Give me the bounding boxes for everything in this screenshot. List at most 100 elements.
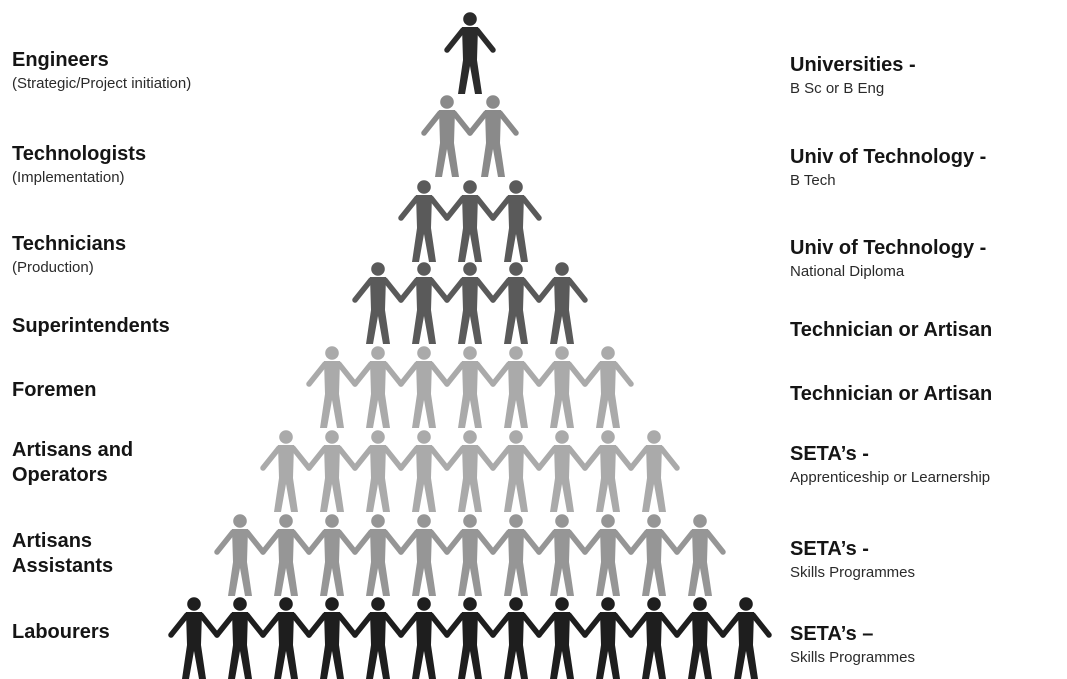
label-title: Artisans and: [12, 439, 134, 461]
person-icon: [628, 514, 680, 596]
person-icon: [352, 514, 404, 596]
qualification-technician-artisan-2: Technician or Artisan: [790, 382, 1065, 407]
qualification-subtitle: Apprenticeship or Learnership: [790, 469, 991, 486]
person-icon: [260, 514, 312, 596]
label-subtitle: (Implementation): [12, 169, 125, 186]
person-icon: [168, 597, 220, 679]
label-technologists: Technologists (Implementation): [12, 142, 232, 188]
person-icon: [536, 346, 588, 428]
person-icon: [490, 597, 542, 679]
qualification-title: Technician or Artisan: [790, 383, 993, 405]
person-icon: [582, 430, 634, 512]
person-icon: [214, 597, 266, 679]
person-icon: [306, 346, 358, 428]
label-title-line2: Assistants: [12, 555, 114, 577]
person-icon: [398, 262, 450, 344]
pyramid-row: [168, 597, 772, 679]
label-title: Labourers: [12, 621, 110, 643]
label-title: Superintendents: [12, 315, 170, 337]
qualification-title: SETA’s -: [790, 443, 869, 465]
qualification-subtitle: National Diploma: [790, 263, 905, 280]
person-icon: [214, 514, 266, 596]
person-icon: [444, 430, 496, 512]
person-icon: [536, 597, 588, 679]
qualification-technician-artisan-1: Technician or Artisan: [790, 318, 1065, 343]
person-icon: [306, 597, 358, 679]
person-icon: [490, 262, 542, 344]
qualification-title: Universities -: [790, 54, 916, 76]
qualification-seta-skills-1: SETA’s - Skills Programmes: [790, 537, 1065, 583]
label-superintendents: Superintendents: [12, 314, 232, 339]
qualification-subtitle: Skills Programmes: [790, 649, 916, 666]
person-icon: [444, 180, 496, 262]
person-icon: [582, 346, 634, 428]
label-title: Engineers: [12, 49, 109, 71]
person-icon: [306, 514, 358, 596]
qualification-subtitle: B Sc or B Eng: [790, 80, 885, 97]
person-icon: [352, 346, 404, 428]
person-icon: [398, 180, 450, 262]
person-icon: [398, 514, 450, 596]
qualification-title: Univ of Technology -: [790, 146, 987, 168]
person-icon: [444, 597, 496, 679]
qualification-universities: Universities - B Sc or B Eng: [790, 53, 1065, 99]
label-artisans-operators: Artisans and Operators: [12, 438, 232, 488]
label-subtitle: (Strategic/Project initiation): [12, 75, 192, 92]
person-icon: [306, 430, 358, 512]
qualification-title: SETA’s -: [790, 538, 869, 560]
pyramid-row: [306, 346, 634, 428]
person-icon: [260, 597, 312, 679]
qualification-subtitle: B Tech: [790, 172, 836, 189]
person-icon: [444, 514, 496, 596]
label-title: Technicians: [12, 233, 127, 255]
pyramid-row: [352, 262, 588, 344]
qualification-title: SETA’s –: [790, 623, 874, 645]
person-icon: [352, 262, 404, 344]
person-icon: [582, 514, 634, 596]
pyramid-row: [421, 95, 519, 177]
pyramid-row: [260, 430, 680, 512]
qualification-subtitle: Skills Programmes: [790, 564, 916, 581]
person-icon: [260, 430, 312, 512]
person-icon: [628, 597, 680, 679]
qualification-btech: Univ of Technology - B Tech: [790, 145, 1065, 191]
person-icon: [674, 514, 726, 596]
person-icon: [674, 597, 726, 679]
person-icon: [582, 597, 634, 679]
label-foremen: Foremen: [12, 378, 232, 403]
qualification-seta-apprenticeship: SETA’s - Apprenticeship or Learnership: [790, 442, 1065, 488]
person-icon: [444, 346, 496, 428]
person-icon: [490, 514, 542, 596]
pyramid-row: [398, 180, 542, 262]
label-artisans-assistants: Artisans Assistants: [12, 529, 232, 579]
person-icon: [352, 430, 404, 512]
person-icon: [536, 514, 588, 596]
label-labourers: Labourers: [12, 620, 232, 645]
person-icon: [398, 597, 450, 679]
person-icon: [490, 430, 542, 512]
person-icon: [490, 346, 542, 428]
label-engineers: Engineers (Strategic/Project initiation): [12, 48, 232, 94]
person-icon: [444, 12, 496, 94]
qualification-title: Technician or Artisan: [790, 319, 993, 341]
person-icon: [398, 430, 450, 512]
label-subtitle: (Production): [12, 259, 94, 276]
qualification-seta-skills-2: SETA’s – Skills Programmes: [790, 622, 1065, 668]
person-icon: [536, 430, 588, 512]
person-icon: [352, 597, 404, 679]
pyramid-row: [444, 12, 496, 94]
label-technicians: Technicians (Production): [12, 232, 232, 278]
person-icon: [490, 180, 542, 262]
person-icon: [444, 262, 496, 344]
label-title: Artisans: [12, 530, 93, 552]
label-title-line2: Operators: [12, 464, 108, 486]
pyramid-row: [214, 514, 726, 596]
label-title: Foremen: [12, 379, 97, 401]
person-icon: [421, 95, 473, 177]
qualification-title: Univ of Technology -: [790, 237, 987, 259]
qualification-national-diploma: Univ of Technology - National Diploma: [790, 236, 1065, 282]
person-icon: [628, 430, 680, 512]
person-icon: [536, 262, 588, 344]
label-title: Technologists: [12, 143, 147, 165]
